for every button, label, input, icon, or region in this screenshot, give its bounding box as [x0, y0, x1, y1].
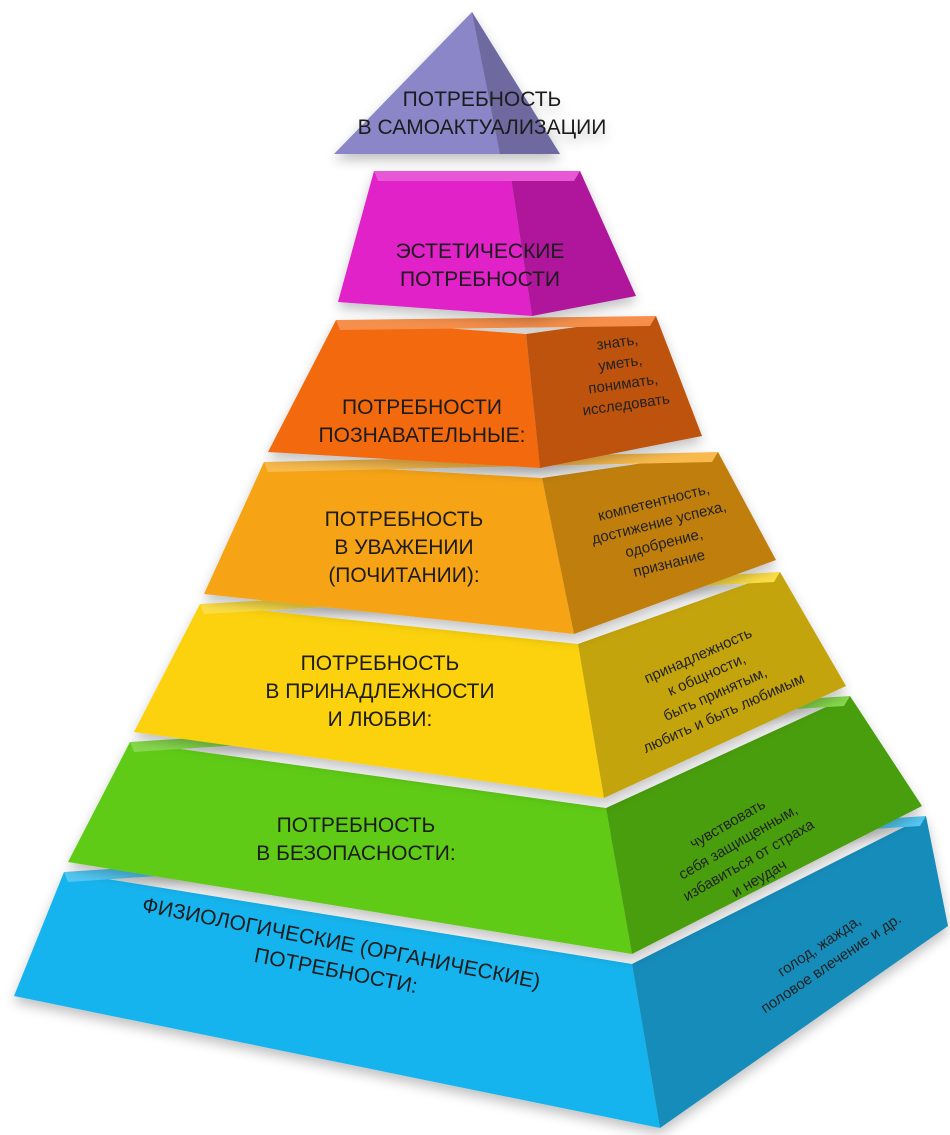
level-label-line: ЭСТЕТИЧЕСКИЕ	[396, 240, 565, 263]
level-label-line: В САМОАКТУАЛИЗАЦИИ	[358, 116, 607, 139]
level-label-line: ПОТРЕБНОСТЬ	[301, 652, 460, 675]
level-details-line: знать,	[595, 331, 639, 354]
level-label: ПОТРЕБНОСТЬ В ПРИНАДЛЕЖНОСТИ И ЛЮБВИ:	[265, 652, 494, 731]
level-front-face	[14, 872, 660, 1128]
level-label-line: В УВАЖЕНИИ	[334, 536, 473, 559]
level-label-line: В ПРИНАДЛЕЖНОСТИ	[265, 680, 494, 703]
level-label: ЭСТЕТИЧЕСКИЕ ПОТРЕБНОСТИ	[396, 240, 565, 291]
level-label-line: ПОТРЕБНОСТИ	[342, 396, 502, 419]
level-label: ПОТРЕБНОСТЬ В УВАЖЕНИИ (ПОЧИТАНИИ):	[325, 508, 484, 587]
level-front-face	[68, 742, 632, 954]
level-aesthetic: ЭСТЕТИЧЕСКИЕ ПОТРЕБНОСТИ	[338, 171, 636, 316]
level-label-line: (ПОЧИТАНИИ):	[328, 564, 479, 587]
level-side-face	[526, 316, 702, 468]
level-top-bevel	[336, 316, 656, 330]
level-label-line: ПОТРЕБНОСТЬ	[277, 814, 436, 837]
level-label: ПОТРЕБНОСТЬ В САМОАКТУАЛИЗАЦИИ	[358, 88, 607, 139]
level-label-line: ПОТРЕБНОСТИ	[400, 268, 560, 291]
level-side-face	[578, 572, 846, 798]
level-label-line: В БЕЗОПАСНОСТИ:	[256, 842, 455, 865]
level-front-face	[134, 604, 604, 798]
level-label-line: ПОТРЕБНОСТЬ	[325, 508, 484, 531]
level-front-face	[204, 462, 574, 634]
level-side-face	[510, 171, 636, 316]
level-top-bevel	[374, 171, 580, 181]
level-label: ПОТРЕБНОСТЬ В БЕЗОПАСНОСТИ:	[256, 814, 455, 865]
level-self-actualization: ПОТРЕБНОСТЬ В САМОАКТУАЛИЗАЦИИ	[334, 12, 606, 154]
level-side-face	[542, 452, 776, 634]
level-details-line: уметь,	[597, 352, 643, 375]
level-label-line: И ЛЮБВИ:	[328, 708, 433, 731]
level-label-line: ПОТРЕБНОСТЬ	[403, 88, 562, 111]
level-label-line: ПОЗНАВАТЕЛЬНЫЕ:	[319, 424, 526, 447]
level-side-face	[472, 12, 560, 154]
level-side-face	[606, 696, 922, 954]
level-label: ПОТРЕБНОСТИ ПОЗНАВАТЕЛЬНЫЕ:	[319, 396, 526, 447]
level-front-face	[338, 171, 532, 316]
level-front-face	[268, 320, 540, 468]
level-side-face	[632, 816, 948, 1128]
